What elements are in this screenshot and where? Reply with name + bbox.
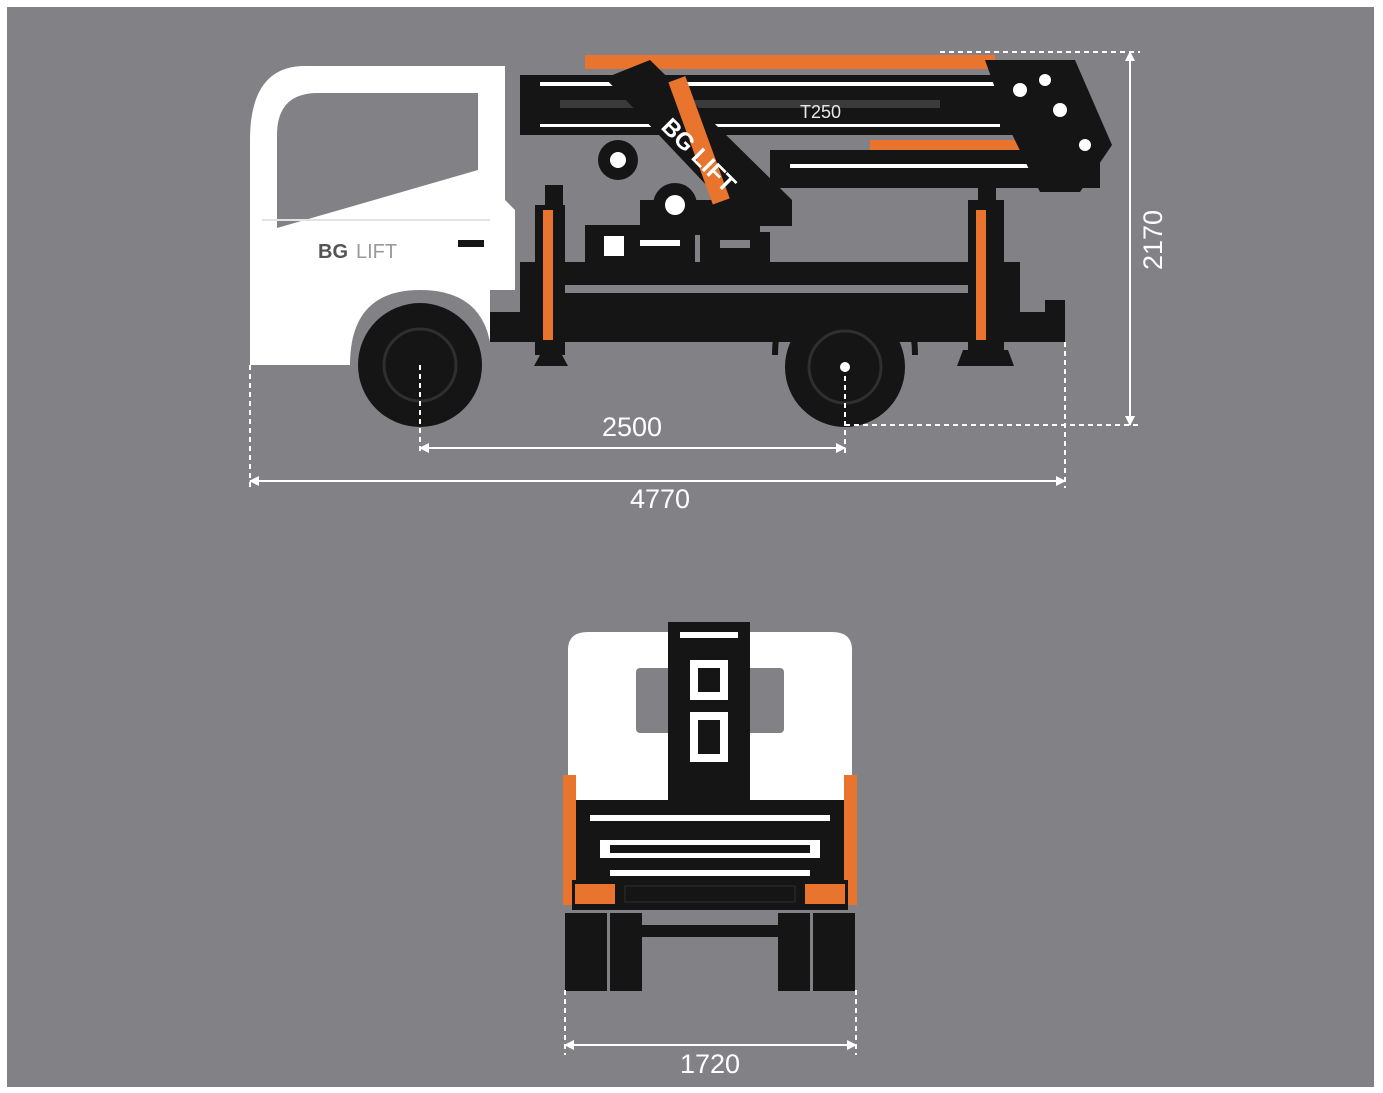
overall-height-label: 2170 — [1138, 210, 1168, 270]
cab-logo-primary: BG — [318, 241, 348, 263]
overall-width-label: 1720 — [680, 1049, 740, 1079]
cab-logo-secondary: LIFT — [356, 241, 397, 263]
upper-boom-cylinder — [585, 55, 995, 69]
front-view — [563, 622, 857, 991]
side-view: BG LIFT — [250, 55, 1112, 427]
wheelbase-label: 2500 — [602, 412, 662, 442]
dimension-annotations — [249, 51, 1140, 1055]
front-left-orange-panel — [563, 775, 576, 905]
door-handle — [458, 240, 484, 247]
rear-bumper — [1045, 300, 1065, 342]
boom-assembly: T250 BG LIFT — [520, 55, 1112, 226]
overall-length-label: 4770 — [630, 484, 690, 514]
front-wheels — [565, 913, 855, 991]
front-right-orange-panel — [844, 775, 857, 905]
truck-cab: BG LIFT — [250, 66, 515, 365]
rear-outrigger — [957, 182, 1014, 366]
model-label: T250 — [800, 102, 841, 122]
cab-window — [277, 93, 478, 228]
front-outrigger — [534, 185, 568, 366]
turret — [598, 140, 760, 235]
